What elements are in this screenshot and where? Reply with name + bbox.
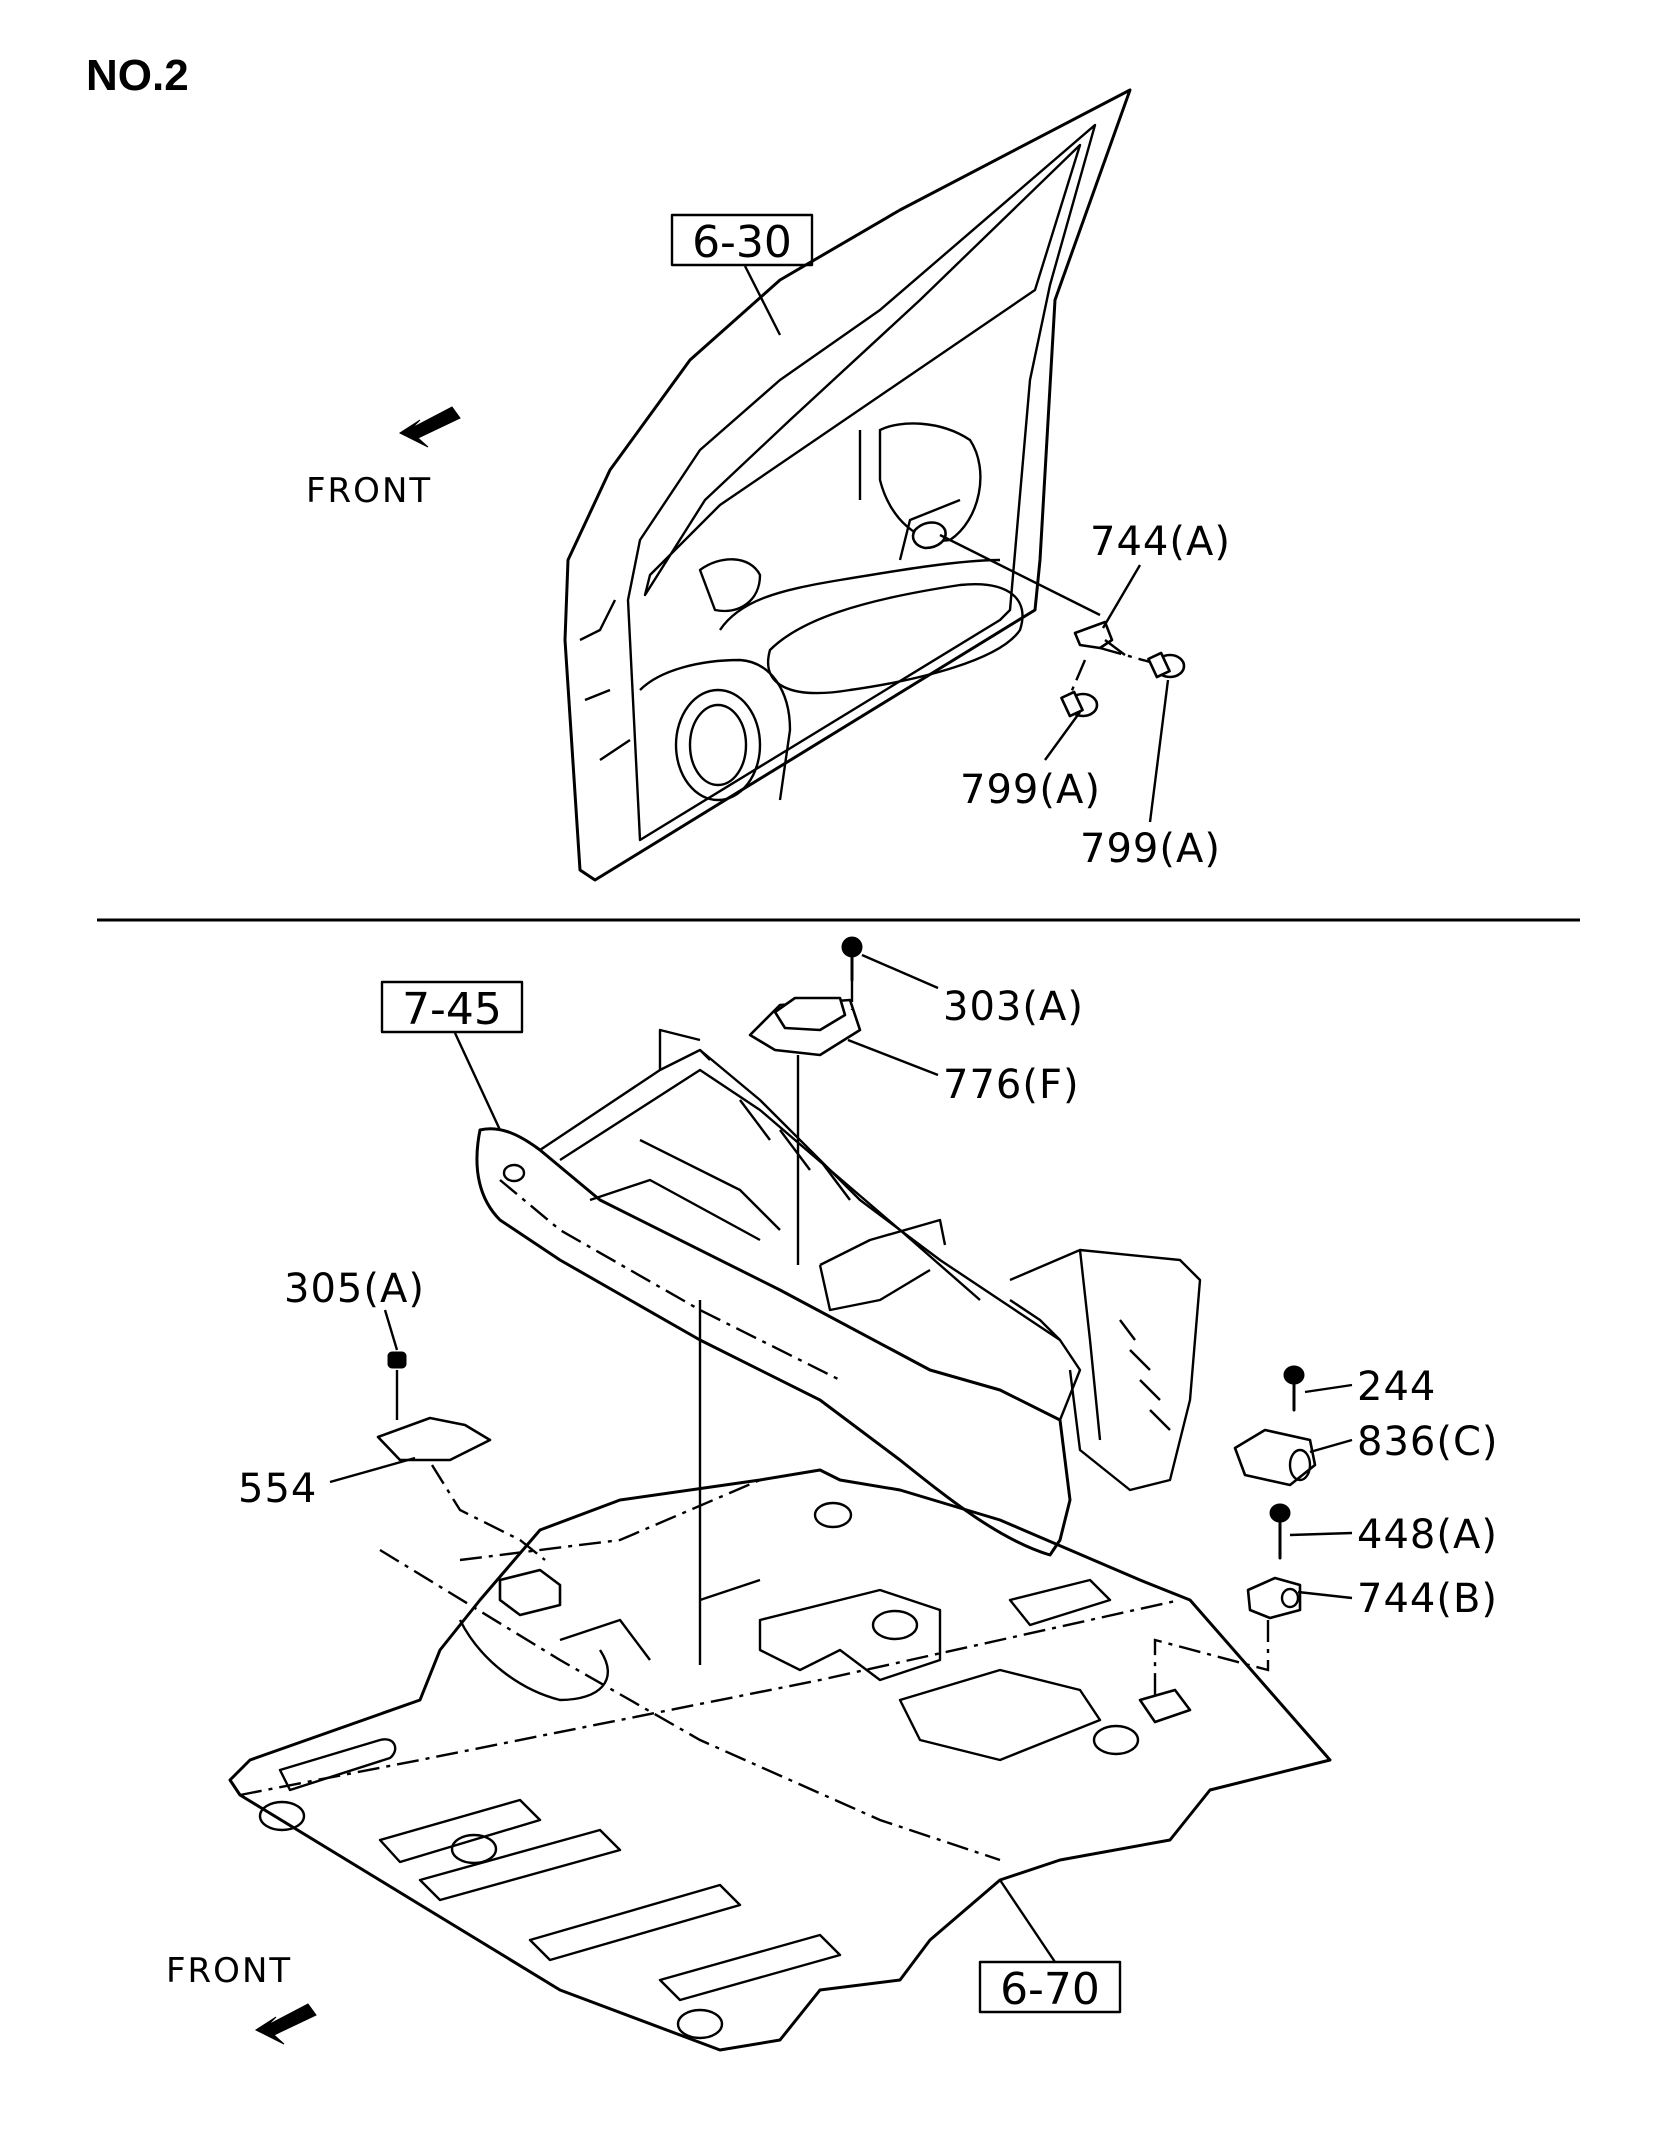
callout-448a: 448(A) bbox=[1357, 1512, 1498, 1558]
callout-554: 554 bbox=[238, 1466, 317, 1512]
callout-744a: 744(A) bbox=[1090, 519, 1231, 565]
callout-244: 244 bbox=[1357, 1364, 1436, 1410]
ref-box-6-70 bbox=[978, 1960, 1122, 2014]
callout-799a-left: 799(A) bbox=[960, 767, 1101, 813]
ref-box-6-30 bbox=[670, 213, 814, 267]
front-arrow-icon bbox=[398, 406, 461, 448]
clip-744a bbox=[1073, 620, 1114, 650]
speaker-grille bbox=[674, 688, 762, 802]
armrest-top bbox=[719, 558, 1001, 631]
armrest bbox=[767, 583, 1024, 695]
door-outline bbox=[563, 88, 1132, 882]
console-rear-box bbox=[1009, 1248, 1202, 1492]
screw-799a-left bbox=[1060, 690, 1099, 718]
window-frame bbox=[643, 143, 1082, 597]
callout-744b: 744(B) bbox=[1357, 1576, 1498, 1622]
callout-303a: 303(A) bbox=[943, 984, 1084, 1030]
ref-box-7-45 bbox=[380, 980, 524, 1034]
callout-305a: 305(A) bbox=[284, 1266, 425, 1312]
callout-799a-right: 799(A) bbox=[1080, 826, 1221, 872]
center-console-illustration bbox=[475, 1028, 1202, 1557]
ref-6-70: 6-70 bbox=[1000, 1964, 1100, 2015]
console-cup-holder bbox=[818, 1218, 947, 1312]
ref-7-45: 7-45 bbox=[402, 984, 502, 1035]
bolt-448a bbox=[1269, 1503, 1291, 1560]
door-trim-illustration bbox=[563, 88, 1186, 882]
bracket-744b bbox=[1246, 1576, 1302, 1620]
page-title: NO.2 bbox=[86, 51, 189, 100]
door-inner-trim bbox=[626, 123, 1097, 842]
sensor-836c bbox=[1233, 1428, 1317, 1487]
front-label-top: FRONT bbox=[306, 471, 432, 511]
map-pocket bbox=[639, 658, 792, 801]
floor-panel-illustration bbox=[228, 1468, 1332, 2052]
callout-776f: 776(F) bbox=[943, 1062, 1080, 1108]
front-label-bottom: FRONT bbox=[166, 1951, 292, 1991]
bolt-303a bbox=[841, 936, 863, 982]
bracket-554 bbox=[376, 1416, 492, 1462]
console-body bbox=[475, 1127, 1072, 1557]
ref-6-30: 6-30 bbox=[692, 217, 792, 268]
floor-bracket-right bbox=[1138, 1688, 1192, 1724]
front-arrow-icon bbox=[254, 2003, 317, 2045]
module-776f bbox=[748, 996, 862, 1057]
floor-outline bbox=[228, 1468, 1332, 2052]
nut-305a bbox=[387, 1351, 407, 1369]
door-latch bbox=[911, 521, 947, 550]
floor-bracket-left bbox=[498, 1568, 562, 1617]
callout-836c: 836(C) bbox=[1357, 1419, 1499, 1465]
floor-drain-hole bbox=[258, 1800, 306, 1832]
screw-799a-right bbox=[1147, 651, 1186, 679]
bolt-244 bbox=[1283, 1365, 1305, 1412]
